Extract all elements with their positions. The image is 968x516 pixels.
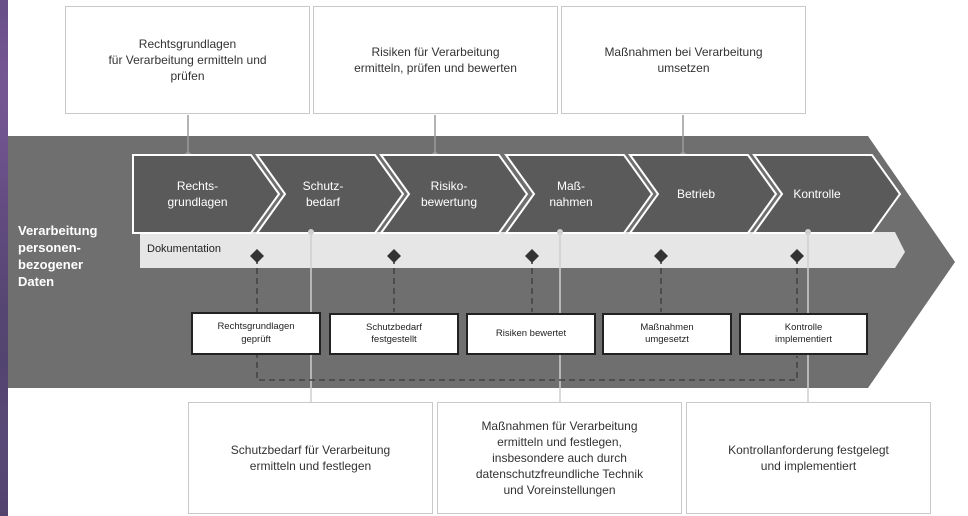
bottom-box-kontrolle: Kontrollanforderung festgelegt und imple…: [686, 402, 931, 514]
milestone-kontrolle-implementiert: Kontrolle implementiert: [739, 313, 868, 355]
milestone-rechtsgrundlagen-geprueft: Rechtsgrundlagen geprüft: [191, 312, 321, 355]
phase-chevron-massnahmen: [504, 154, 654, 234]
milestone-massnahmen-umgesetzt: Maßnahmen umgesetzt: [602, 313, 732, 355]
top-box-rechtsgrundlagen: Rechtsgrundlagen für Verarbeitung ermitt…: [65, 6, 310, 114]
phase-chevron-schutzbedarf: [255, 154, 405, 234]
phase-label-rechtsgrundlagen: Rechts- grundlagen: [167, 179, 228, 209]
top-box-risiken: Risiken für Verarbeitung ermitteln, prüf…: [313, 6, 558, 114]
documentation-label: Dokumentation: [147, 243, 221, 255]
phase-chevron-rechtsgrundlagen: [132, 154, 281, 234]
bottom-box-schutzbedarf: Schutzbedarf für Verarbeitung ermitteln …: [188, 402, 433, 514]
phase-label-kontrolle: Kontrolle: [793, 187, 841, 202]
side-label: Verarbeitung personen- bezogener Daten: [18, 223, 98, 289]
phase-label-massnahmen: Maß- nahmen: [549, 179, 593, 209]
bottom-box-massnahmen: Maßnahmen für Verarbeitung ermitteln und…: [437, 402, 682, 514]
milestone-diamonds: [250, 249, 804, 263]
phase-chevron-kontrolle: [752, 154, 902, 234]
phase-chevron-risikobewertung: [379, 154, 529, 234]
phase-chevron-betrieb: [628, 154, 778, 234]
documentation-bar: [140, 232, 905, 268]
phase-chevrons: [132, 154, 902, 234]
top-box-massnahmen: Maßnahmen bei Verarbeitung umsetzen: [561, 6, 806, 114]
phase-label-risikobewertung: Risiko- bewertung: [420, 179, 478, 209]
milestone-schutzbedarf-festgestellt: Schutzbedarf festgestellt: [329, 313, 459, 355]
phase-label-betrieb: Betrieb: [676, 187, 716, 202]
phase-label-schutzbedarf: Schutz- bedarf: [302, 179, 344, 209]
milestone-risiken-bewertet: Risiken bewertet: [466, 313, 596, 355]
